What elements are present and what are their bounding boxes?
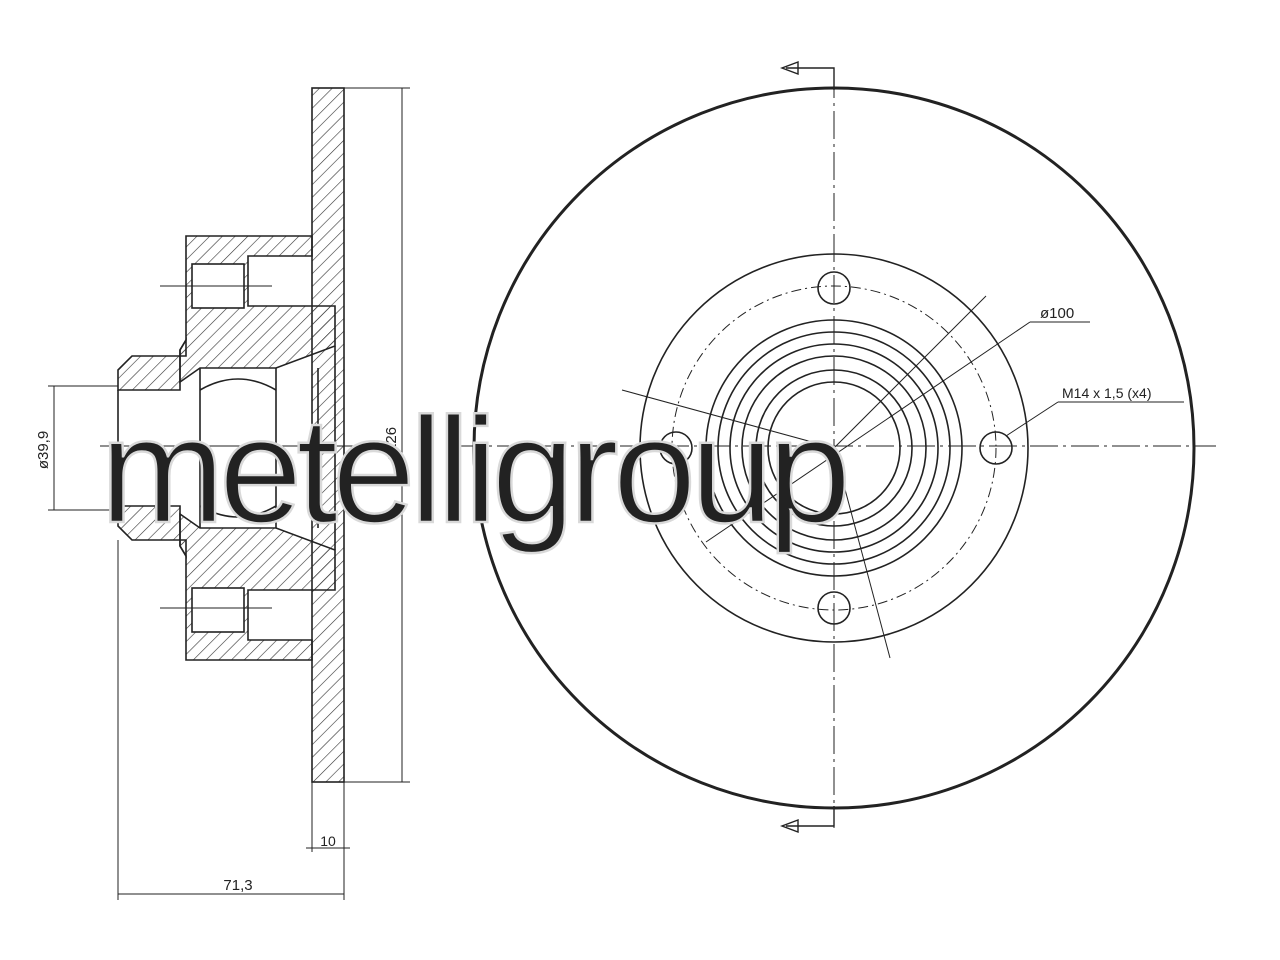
thread-label: M14 x 1,5 (x4) xyxy=(1062,385,1151,401)
stud-hole-lower xyxy=(191,587,245,633)
stub-section-upper xyxy=(117,337,187,391)
disc-thickness-label: 10 xyxy=(320,833,336,849)
section-line-1 xyxy=(621,389,835,449)
stud-hole-top xyxy=(817,271,851,305)
bore-outline xyxy=(117,346,336,550)
section-line-2 xyxy=(833,447,891,659)
section-line-3 xyxy=(833,295,987,449)
disc-diameter-label: ø226 xyxy=(383,427,400,461)
overall-height-label: 71,3 xyxy=(223,877,252,894)
stud-hole-right xyxy=(979,431,1013,465)
side-section-view xyxy=(100,87,360,783)
thread-leader xyxy=(1005,401,1059,437)
side-dimensions xyxy=(48,87,410,900)
bolt-circle-leader xyxy=(705,321,1031,543)
stud-hole-left xyxy=(659,431,693,465)
front-view xyxy=(456,60,1216,834)
inner-groove xyxy=(199,378,277,518)
section-marker-top xyxy=(780,60,835,90)
section-marker-bottom xyxy=(780,806,835,834)
bore-diameter-label: ø39,9 xyxy=(35,431,52,469)
bolt-circle-label: ø100 xyxy=(1040,305,1074,322)
stub-section-lower xyxy=(117,505,187,559)
svg-text:metelligroup: metelligroup xyxy=(100,386,846,554)
brand-watermark: metelligroup xyxy=(99,385,853,556)
